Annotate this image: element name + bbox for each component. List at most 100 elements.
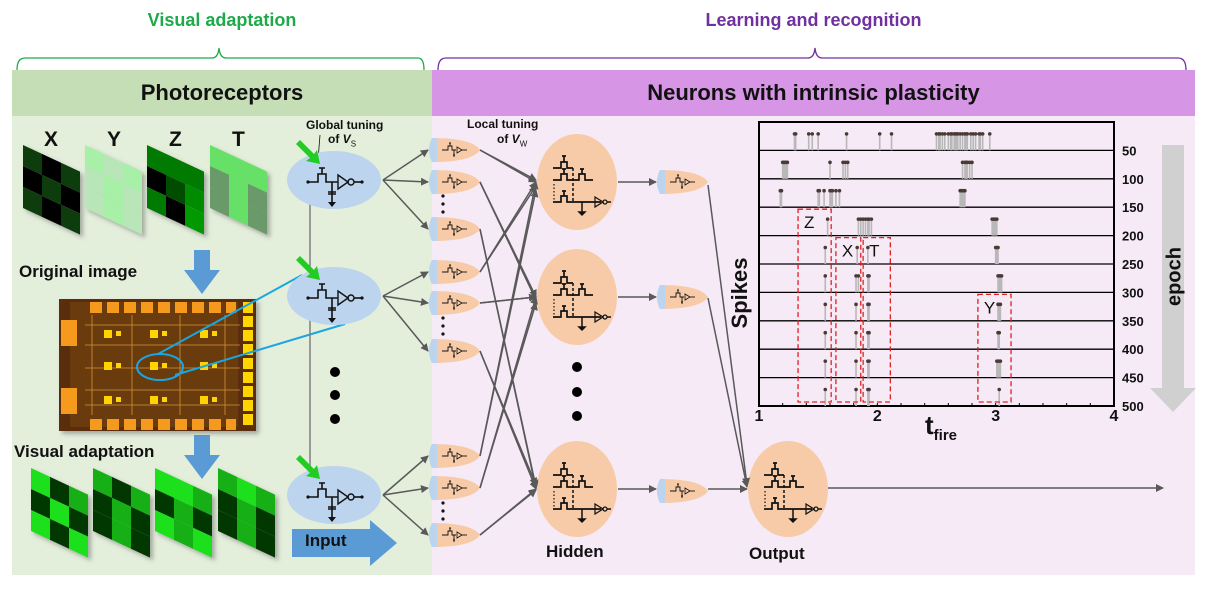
neurons-header: Neurons with intrinsic plasticity	[432, 70, 1195, 116]
epoch-tick-label: 200	[1122, 229, 1144, 244]
input-image-x	[23, 145, 80, 235]
letter-y: Y	[107, 128, 122, 151]
spike	[823, 245, 828, 264]
annotation-label: T	[869, 242, 879, 261]
x-axis-label-main: t	[925, 410, 934, 440]
hidden-ellipsis	[572, 362, 582, 421]
hidden-label: Hidden	[546, 542, 604, 561]
annotation-label: Y	[984, 298, 995, 317]
spike	[793, 132, 798, 151]
input-image-y	[85, 145, 142, 235]
var-sub: S	[350, 139, 357, 149]
zoom-line-top	[157, 274, 303, 355]
global-tuning-var: of VS	[306, 132, 383, 151]
local-tuning-label: Local tuning of VW	[467, 117, 538, 151]
spike	[867, 302, 871, 321]
x-tick-label: 1	[755, 408, 764, 425]
green-arrow-icon	[296, 256, 320, 280]
photoreceptors-header: Photoreceptors	[12, 70, 432, 116]
section-title-learning-recognition: Learning and recognition	[705, 10, 922, 30]
annotation-box-y: Y	[977, 293, 1012, 403]
epoch-tick-label: 500	[1122, 399, 1144, 414]
spike	[963, 188, 967, 208]
epoch-tick-label: 100	[1122, 172, 1144, 187]
spike	[854, 387, 858, 406]
epoch-arrow	[1150, 145, 1196, 412]
global-tuning-label: Global tuning of VS	[306, 118, 383, 151]
synapse-hidden-3	[657, 479, 708, 503]
spike	[834, 188, 838, 208]
spike	[987, 132, 992, 151]
spike	[854, 302, 858, 321]
synapse-connections	[382, 149, 751, 536]
of-text: of	[497, 132, 512, 146]
spike	[867, 387, 871, 406]
spike	[844, 132, 849, 151]
epoch-tick-label: 450	[1122, 371, 1144, 386]
spike	[810, 132, 815, 151]
arrow-down-2	[184, 435, 220, 479]
spike	[785, 160, 790, 179]
spike	[877, 132, 882, 151]
spike	[869, 217, 874, 236]
synapse-hidden-2	[657, 285, 708, 309]
spike	[996, 245, 1000, 264]
spike	[998, 302, 1003, 321]
spike	[965, 132, 970, 151]
synapse-input-9	[429, 523, 480, 547]
spike	[837, 188, 842, 208]
x-axis-label-sub: fire	[933, 427, 958, 445]
hidden-neuron-2	[537, 249, 617, 345]
green-arrow-icon	[296, 140, 320, 164]
spike	[997, 330, 1002, 350]
var-sub: W	[519, 139, 528, 149]
local-tuning-text: Local tuning	[467, 117, 539, 131]
synapse-input-8	[429, 476, 480, 500]
synapse-column-input	[429, 138, 708, 547]
section-brackets	[16, 47, 1187, 71]
hidden-neuron-1	[537, 134, 617, 230]
spike	[997, 387, 1002, 406]
synapse-input-1	[429, 138, 480, 162]
epoch-tick-label: 400	[1122, 342, 1144, 357]
x-axis-label: tfire	[925, 410, 957, 444]
adapted-image-z	[155, 468, 212, 558]
annotation-box-t: T	[862, 236, 892, 403]
spike	[970, 160, 974, 179]
letter-z: Z	[169, 128, 182, 151]
bracket-right	[437, 47, 1187, 71]
spikes-axis-label: Spikes	[727, 257, 752, 329]
spike	[854, 330, 858, 350]
spike	[973, 132, 978, 151]
spike	[823, 387, 828, 406]
spike	[823, 359, 828, 378]
input-arrow	[292, 520, 397, 566]
spike	[816, 132, 820, 151]
input-image-t	[210, 145, 267, 235]
spike	[995, 217, 999, 236]
synapse-hidden-1	[657, 170, 708, 194]
spike	[999, 274, 1004, 293]
epoch-label: epoch	[1163, 247, 1186, 306]
var-v: V	[511, 132, 520, 146]
photoreceptor-3	[287, 455, 381, 524]
original-image-label: Original image	[19, 262, 138, 281]
spike	[817, 188, 822, 208]
adapted-image-x	[31, 468, 88, 558]
x-tick-label: 3	[991, 408, 1000, 425]
adapted-image-t	[218, 468, 275, 558]
spike	[806, 132, 811, 151]
spike	[825, 217, 830, 236]
bracket-left	[16, 47, 425, 71]
x-tick-label: 2	[873, 408, 882, 425]
synapse-input-7	[429, 444, 480, 468]
x-tick-label: 4	[1110, 408, 1119, 425]
spike	[823, 302, 828, 321]
letter-t: T	[232, 128, 245, 151]
output-neuron	[748, 441, 828, 537]
spike	[828, 160, 832, 179]
spike	[980, 132, 985, 151]
spike	[856, 274, 861, 293]
